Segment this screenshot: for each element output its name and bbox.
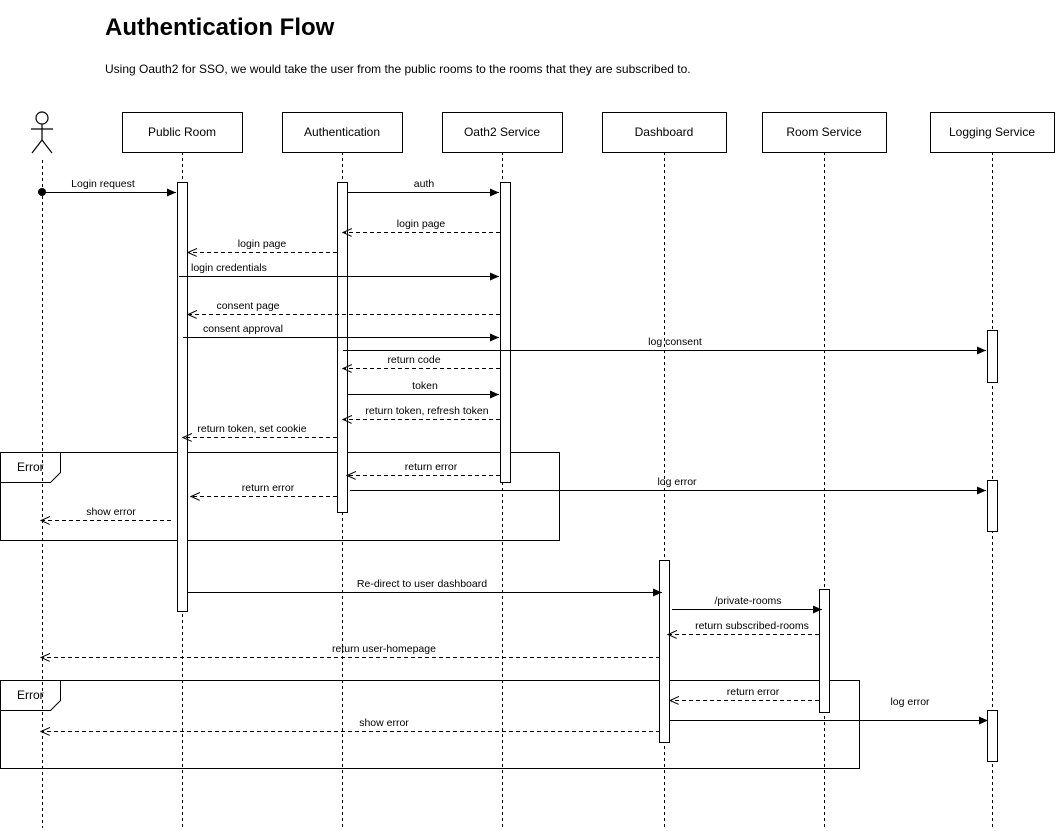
svg-text:return user-homepage: return user-homepage <box>332 643 436 655</box>
svg-text:show error: show error <box>359 717 409 729</box>
activation-bar <box>987 330 998 383</box>
svg-text:token: token <box>412 380 438 392</box>
activation-bar <box>987 480 998 532</box>
svg-text:Logging Service: Logging Service <box>949 125 1035 139</box>
message-return-token-refresh-token: return token, refresh token <box>343 405 500 420</box>
svg-text:Re-direct to user dashboard: Re-direct to user dashboard <box>357 578 487 590</box>
svg-text:Oath2 Service: Oath2 Service <box>464 125 540 139</box>
activation-bar <box>500 182 511 483</box>
message-token: token <box>348 380 499 399</box>
error-fragment: Error <box>0 452 560 541</box>
svg-text:log consent: log consent <box>648 336 702 348</box>
activation-bar <box>819 589 830 713</box>
svg-text:login credentials: login credentials <box>191 262 267 274</box>
participant-dashboard: Dashboard <box>602 112 727 153</box>
svg-text:Public Room: Public Room <box>148 125 216 139</box>
message-redirect-to-dashboard: Re-direct to user dashboard <box>188 578 662 597</box>
fragment-label: Error <box>17 688 44 702</box>
svg-text:consent page: consent page <box>216 300 279 312</box>
svg-text:auth: auth <box>414 178 435 190</box>
svg-text:return error: return error <box>727 686 780 698</box>
message-consent-approval: consent approval <box>183 323 499 342</box>
svg-text:login page: login page <box>238 238 287 250</box>
svg-text:/private-rooms: /private-rooms <box>714 595 781 607</box>
page-subtitle: Using Oauth2 for SSO, we would take the … <box>105 62 691 76</box>
fragment-label: Error <box>17 460 44 474</box>
svg-text:log error: log error <box>657 476 697 488</box>
message-login-credentials: login credentials <box>179 262 499 281</box>
message-return-error: return error <box>347 461 500 476</box>
activation-bar <box>659 560 670 743</box>
participant-public-room: Public Room <box>122 112 243 153</box>
page-title: Authentication Flow <box>105 14 335 41</box>
svg-text:return subscribed-rooms: return subscribed-rooms <box>695 620 809 632</box>
message-consent-page: consent page <box>188 300 500 315</box>
svg-text:return code: return code <box>387 354 440 366</box>
svg-text:Dashboard: Dashboard <box>635 125 694 139</box>
message-log-consent: log consent <box>343 336 986 355</box>
message-log-error: log error <box>670 696 988 725</box>
activation-bar <box>177 182 188 612</box>
user-actor-icon <box>31 111 53 154</box>
svg-text:return error: return error <box>242 482 295 494</box>
participant-authentication: Authentication <box>282 112 403 153</box>
participant-room-service: Room Service <box>762 112 887 153</box>
message-return-token-set-cookie: return token, set cookie <box>183 423 337 438</box>
svg-text:return token, refresh token: return token, refresh token <box>365 405 488 417</box>
svg-text:login page: login page <box>397 218 446 230</box>
svg-text:return error: return error <box>405 461 458 473</box>
message-show-error: show error <box>41 506 171 521</box>
svg-text:log error: log error <box>890 696 930 708</box>
message-login-page: login page <box>343 218 500 233</box>
svg-text:consent approval: consent approval <box>203 323 283 335</box>
error-fragment: Error <box>0 680 860 769</box>
svg-text:Authentication: Authentication <box>304 125 380 139</box>
message-return-code: return code <box>343 354 500 369</box>
message-private-rooms: /private-rooms <box>672 595 822 614</box>
svg-text:Login request: Login request <box>71 178 135 190</box>
activation-bar <box>337 182 348 513</box>
message-login-request: Login request <box>42 178 176 197</box>
message-return-subscribed-rooms: return subscribed-rooms <box>668 620 819 635</box>
message-return-error: return error <box>191 482 337 497</box>
message-show-error: show error <box>41 717 660 732</box>
svg-text:Room Service: Room Service <box>786 125 862 139</box>
message-log-error: log error <box>350 476 986 495</box>
participant-logging-service: Logging Service <box>930 112 1055 153</box>
participant-oauth2-service: Oath2 Service <box>442 112 563 153</box>
message-return-error: return error <box>670 686 819 701</box>
message-auth: auth <box>348 178 499 197</box>
message-return-user-homepage: return user-homepage <box>41 643 660 658</box>
message-login-page: login page <box>188 238 337 253</box>
activation-bar <box>987 710 998 762</box>
svg-text:return token, set cookie: return token, set cookie <box>197 423 306 435</box>
svg-text:show error: show error <box>86 506 136 518</box>
